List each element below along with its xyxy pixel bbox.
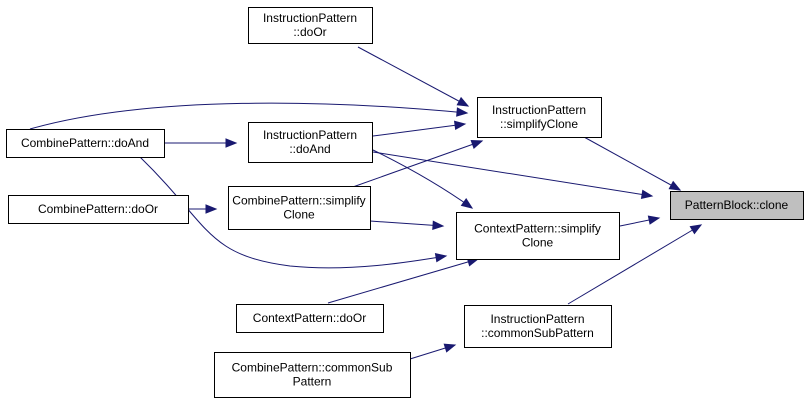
- edge-ip-doand-to-ctx-simplify: [372, 149, 473, 209]
- edge-ip-doand-to-pb-clone: [372, 151, 653, 197]
- arrowhead: [689, 224, 703, 235]
- node-label: InstructionPattern: [263, 11, 357, 25]
- node-ctx-door[interactable]: ContextPattern::doOr: [236, 304, 384, 333]
- node-box: [248, 122, 373, 163]
- node-label: InstructionPattern: [263, 128, 357, 142]
- arrowhead: [443, 343, 457, 353]
- edge-ip-simplify-to-pb-clone: [583, 136, 681, 191]
- node-ip-simplify[interactable]: InstructionPattern::simplifyClone: [477, 97, 602, 138]
- node-box: [477, 97, 602, 138]
- arrowhead: [205, 204, 218, 214]
- node-box: [464, 305, 612, 348]
- arrowhead: [453, 120, 467, 131]
- node-box: [8, 195, 189, 224]
- edge-cp-simplify-to-ip-simplify: [349, 140, 483, 189]
- arrowhead: [456, 107, 469, 117]
- edge-cp-doand-to-ip-simplify: [29, 102, 468, 130]
- node-label: CombinePattern::doAnd: [21, 136, 149, 150]
- node-label: Clone: [283, 208, 315, 222]
- node-label: CombinePattern::doOr: [38, 202, 158, 216]
- node-label: ContextPattern::simplify: [474, 222, 601, 236]
- node-box: [6, 129, 165, 158]
- node-ip-doand[interactable]: InstructionPattern::doAnd: [248, 122, 373, 163]
- node-label: ::doAnd: [289, 142, 330, 156]
- node-pb-clone[interactable]: PatternBlock::clone: [670, 191, 804, 220]
- node-label: InstructionPattern: [492, 103, 586, 117]
- node-label: ::commonSubPattern: [481, 326, 594, 340]
- edge-ctx-door-to-ctx-simplify: [327, 258, 479, 304]
- edges: [29, 46, 703, 360]
- node-cp-door[interactable]: CombinePattern::doOr: [8, 195, 189, 224]
- arrowhead: [434, 253, 448, 263]
- edge-ip-doand-to-ip-simplify: [372, 123, 466, 137]
- node-label: PatternBlock::clone: [685, 198, 789, 212]
- node-ip-common[interactable]: InstructionPattern::commonSubPattern: [464, 305, 612, 348]
- node-label: ::simplifyClone: [500, 117, 578, 131]
- arrowhead: [432, 220, 445, 231]
- node-box: [456, 212, 620, 260]
- node-cp-common[interactable]: CombinePattern::commonSubPattern: [214, 352, 411, 398]
- node-box: [228, 186, 371, 230]
- arrowhead: [640, 189, 654, 200]
- edge-ip-door-to-ip-simplify: [357, 46, 469, 107]
- arrowhead: [225, 138, 238, 148]
- node-box: [236, 304, 384, 333]
- node-cp-doand[interactable]: CombinePattern::doAnd: [6, 129, 165, 158]
- node-label: CombinePattern::commonSub: [232, 361, 393, 375]
- node-box: [248, 7, 373, 44]
- node-label: ContextPattern::doOr: [253, 311, 366, 325]
- node-label: Pattern: [293, 375, 332, 389]
- node-ip-door[interactable]: InstructionPattern::doOr: [248, 7, 373, 44]
- arrowhead: [668, 180, 682, 191]
- node-label: CombinePattern::simplify: [232, 194, 365, 208]
- node-box: [670, 191, 804, 220]
- edge-ip-common-to-pb-clone: [567, 224, 702, 305]
- edge-cp-simplify-to-ctx-simplify: [369, 220, 444, 227]
- node-box: [214, 352, 411, 398]
- arrowhead: [470, 140, 484, 149]
- arrowhead: [456, 96, 470, 107]
- nodes: InstructionPattern::doOrInstructionPatte…: [6, 7, 804, 398]
- node-label: InstructionPattern: [490, 312, 584, 326]
- node-label: ::doOr: [293, 25, 326, 39]
- arrowhead: [647, 215, 661, 225]
- node-ctx-simplify[interactable]: ContextPattern::simplifyClone: [456, 212, 620, 260]
- node-label: Clone: [522, 236, 554, 250]
- arrowhead: [460, 198, 474, 209]
- node-cp-simplify[interactable]: CombinePattern::simplifyClone: [228, 186, 371, 230]
